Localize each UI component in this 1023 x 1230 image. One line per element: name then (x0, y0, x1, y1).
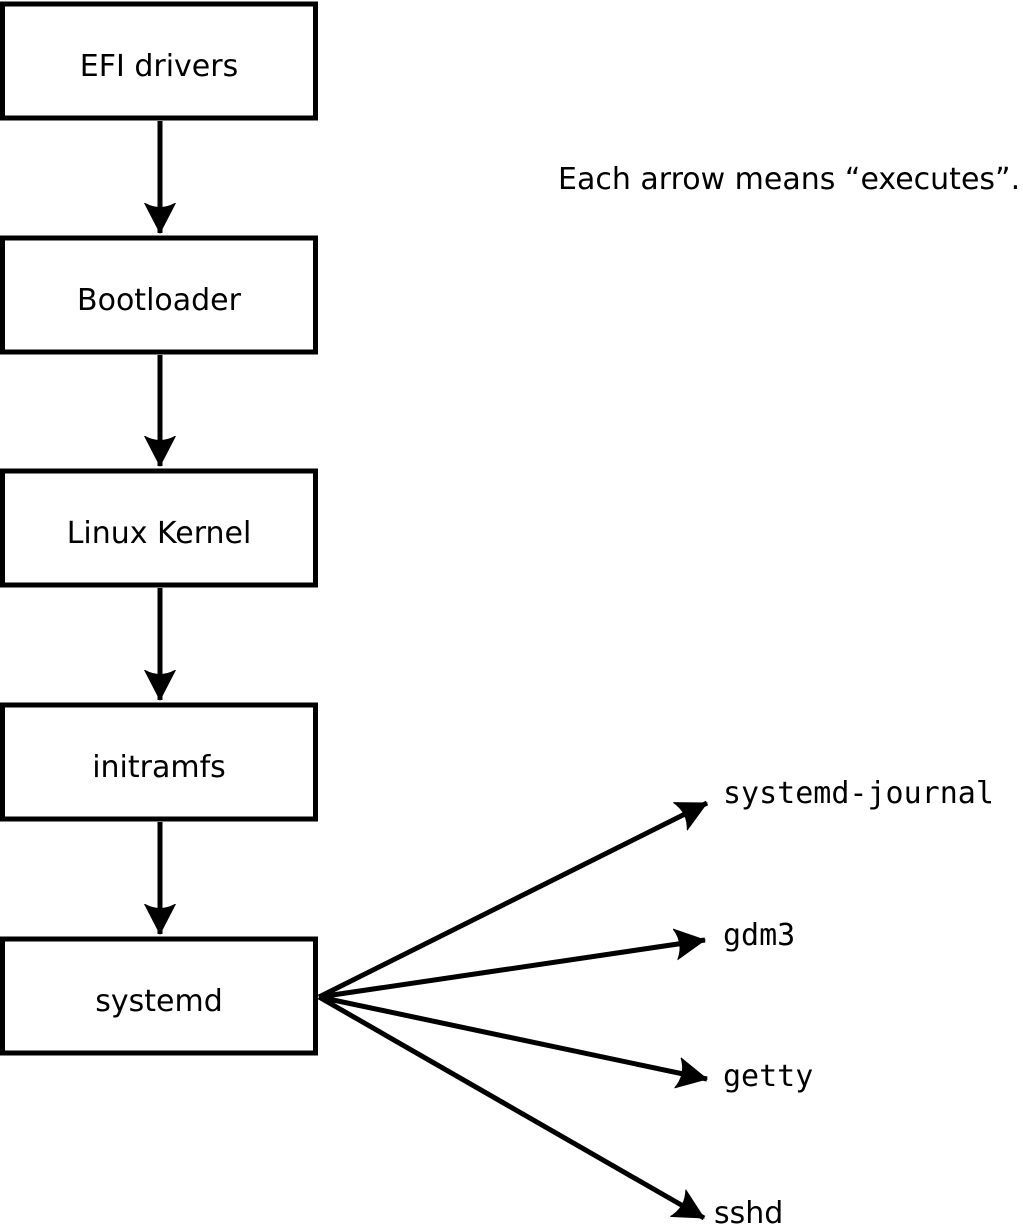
flow-box-initramfs: initramfs (0, 702, 318, 822)
flow-box-label: systemd (95, 984, 223, 1019)
flow-box-systemd: systemd (0, 936, 318, 1056)
flow-box-label: EFI drivers (80, 49, 238, 84)
flow-box-rect (0, 702, 318, 822)
flow-box-rect (0, 468, 318, 588)
fan-arrow-sshd (317, 994, 706, 1221)
flow-box-label: Bootloader (77, 283, 242, 318)
flow-box-rect (0, 235, 318, 355)
legend-note: Each arrow means “executes”. (558, 162, 1020, 197)
fan-arrow-systemd-journal (317, 800, 709, 1000)
flow-box-rect (0, 1, 318, 121)
fanout-label-gdm3: gdm3 (723, 918, 795, 953)
fan-arrow-getty (318, 994, 707, 1079)
fanout-label-sshd: sshd (714, 1196, 783, 1230)
flow-box-label: initramfs (92, 750, 226, 785)
fan-arrow-gdm3 (318, 940, 705, 1000)
flow-box-linux-kernel: Linux Kernel (0, 468, 318, 588)
flow-box-bootloader: Bootloader (0, 235, 318, 355)
fanout-label-getty: getty (723, 1059, 813, 1094)
flow-box-rect (0, 936, 318, 1056)
flow-box-efi-drivers: EFI drivers (0, 1, 318, 121)
flow-box-label: Linux Kernel (67, 516, 252, 551)
fanout-label-systemd-journal: systemd-journal (723, 776, 994, 811)
